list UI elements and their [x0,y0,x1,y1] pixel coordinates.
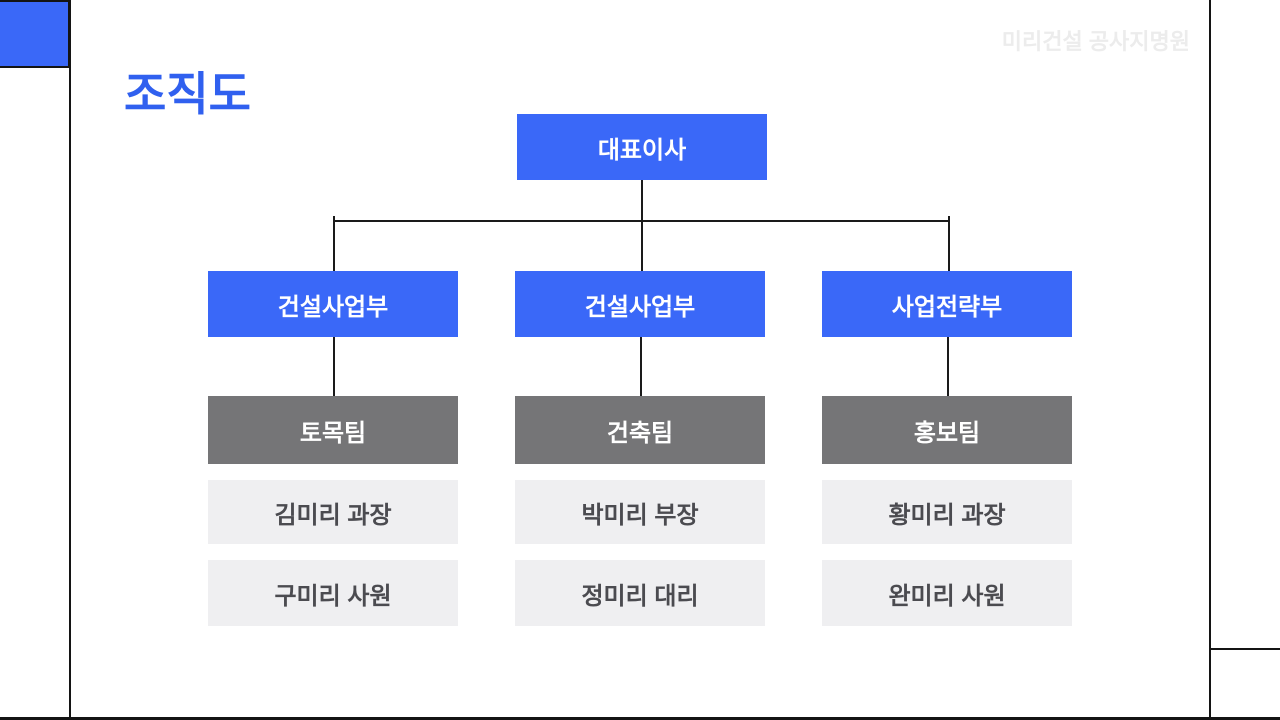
org-node-team: 토목팀 [208,396,458,464]
connector-ceo-drop [641,180,643,271]
org-node-member: 정미리 대리 [515,560,765,626]
connector-dept-team-2 [947,337,949,396]
connector-drop-right [948,216,950,271]
connector-dept-team-1 [640,337,642,396]
bottom-frame-line [0,717,1280,720]
connector-drop-left [333,216,335,271]
org-node-member: 김미리 과장 [208,480,458,544]
org-node-team: 건축팀 [515,396,765,464]
org-node-member: 박미리 부장 [515,480,765,544]
org-node-department: 건설사업부 [208,271,458,337]
connector-horizontal [333,220,950,222]
org-node-department: 사업전략부 [822,271,1072,337]
org-node-member: 완미리 사원 [822,560,1072,626]
watermark-text: 미리건설 공사지명원 [1001,29,1190,54]
org-node-department: 건설사업부 [515,271,765,337]
right-frame-line [1209,0,1211,720]
right-frame-tick [1209,648,1280,650]
corner-accent-square [0,0,70,68]
left-frame-line [69,0,71,720]
org-node-member: 구미리 사원 [208,560,458,626]
org-node-team: 홍보팀 [822,396,1072,464]
page-title: 조직도 [124,68,251,120]
org-node-member: 황미리 과장 [822,480,1072,544]
org-node-ceo: 대표이사 [517,114,767,180]
connector-dept-team-0 [333,337,335,396]
